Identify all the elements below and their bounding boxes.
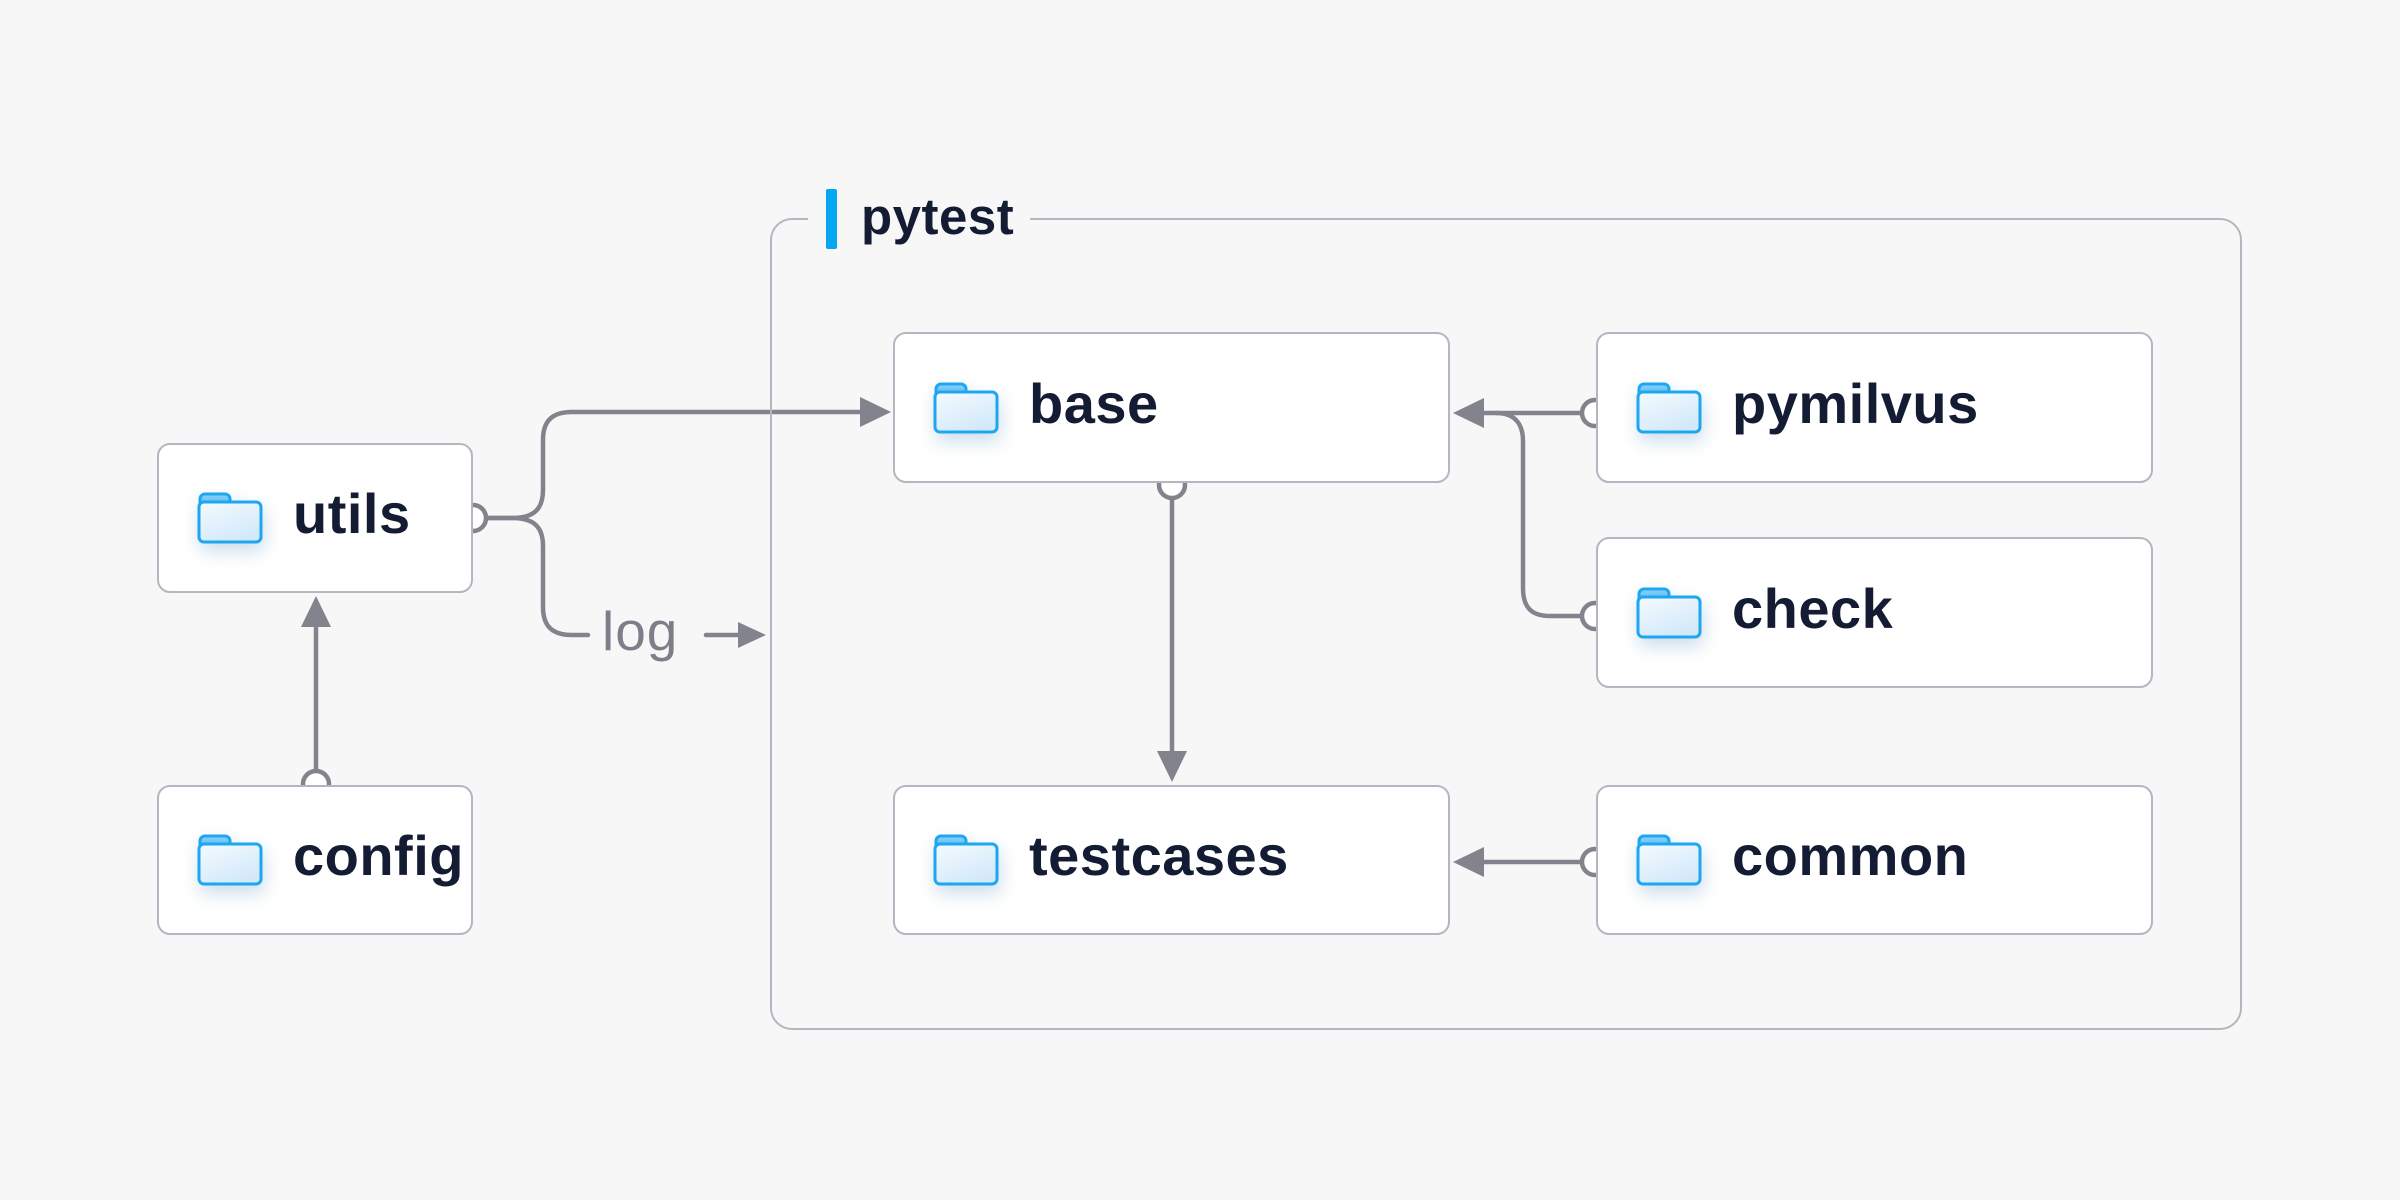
pytest-group-label: pytest xyxy=(808,184,1031,254)
edge-check-base xyxy=(1493,410,1584,619)
node-label: utils xyxy=(293,482,411,545)
folder-icon xyxy=(933,382,999,433)
node-label: config xyxy=(293,824,464,887)
node-common: common xyxy=(1596,785,2153,935)
arrowhead-log xyxy=(738,622,766,648)
arrowhead-into-utils-bottom xyxy=(301,596,331,627)
pytest-group-label-text: pytest xyxy=(861,187,1015,245)
arrowhead-into-base-right xyxy=(1453,398,1484,428)
node-label: testcases xyxy=(1029,824,1289,887)
node-label: pymilvus xyxy=(1732,371,1979,435)
node-pymilvus: pymilvus xyxy=(1596,332,2153,483)
node-label: check xyxy=(1732,576,1894,640)
folder-icon xyxy=(1636,587,1702,638)
edge-utils-base xyxy=(484,409,863,521)
node-utils: utils xyxy=(157,443,473,593)
folder-icon xyxy=(1636,382,1702,433)
node-check: check xyxy=(1596,537,2153,688)
arrowhead-into-base-left xyxy=(860,397,891,427)
node-config: config xyxy=(157,785,473,935)
pytest-group-box xyxy=(770,218,2242,1030)
folder-icon xyxy=(1636,834,1702,886)
node-testcases: testcases xyxy=(893,785,1450,935)
node-label: base xyxy=(1029,371,1159,435)
arrowhead-into-testcases-right xyxy=(1453,847,1484,877)
log-edge-label: log xyxy=(602,600,679,662)
folder-icon xyxy=(197,834,263,886)
node-base: base xyxy=(893,332,1450,483)
node-label: common xyxy=(1732,824,1969,887)
arrowhead-into-testcases-top xyxy=(1157,751,1187,782)
edge-utils-log xyxy=(484,515,591,638)
folder-icon xyxy=(933,834,999,886)
folder-icon xyxy=(197,492,263,544)
accent-bar xyxy=(826,189,837,249)
